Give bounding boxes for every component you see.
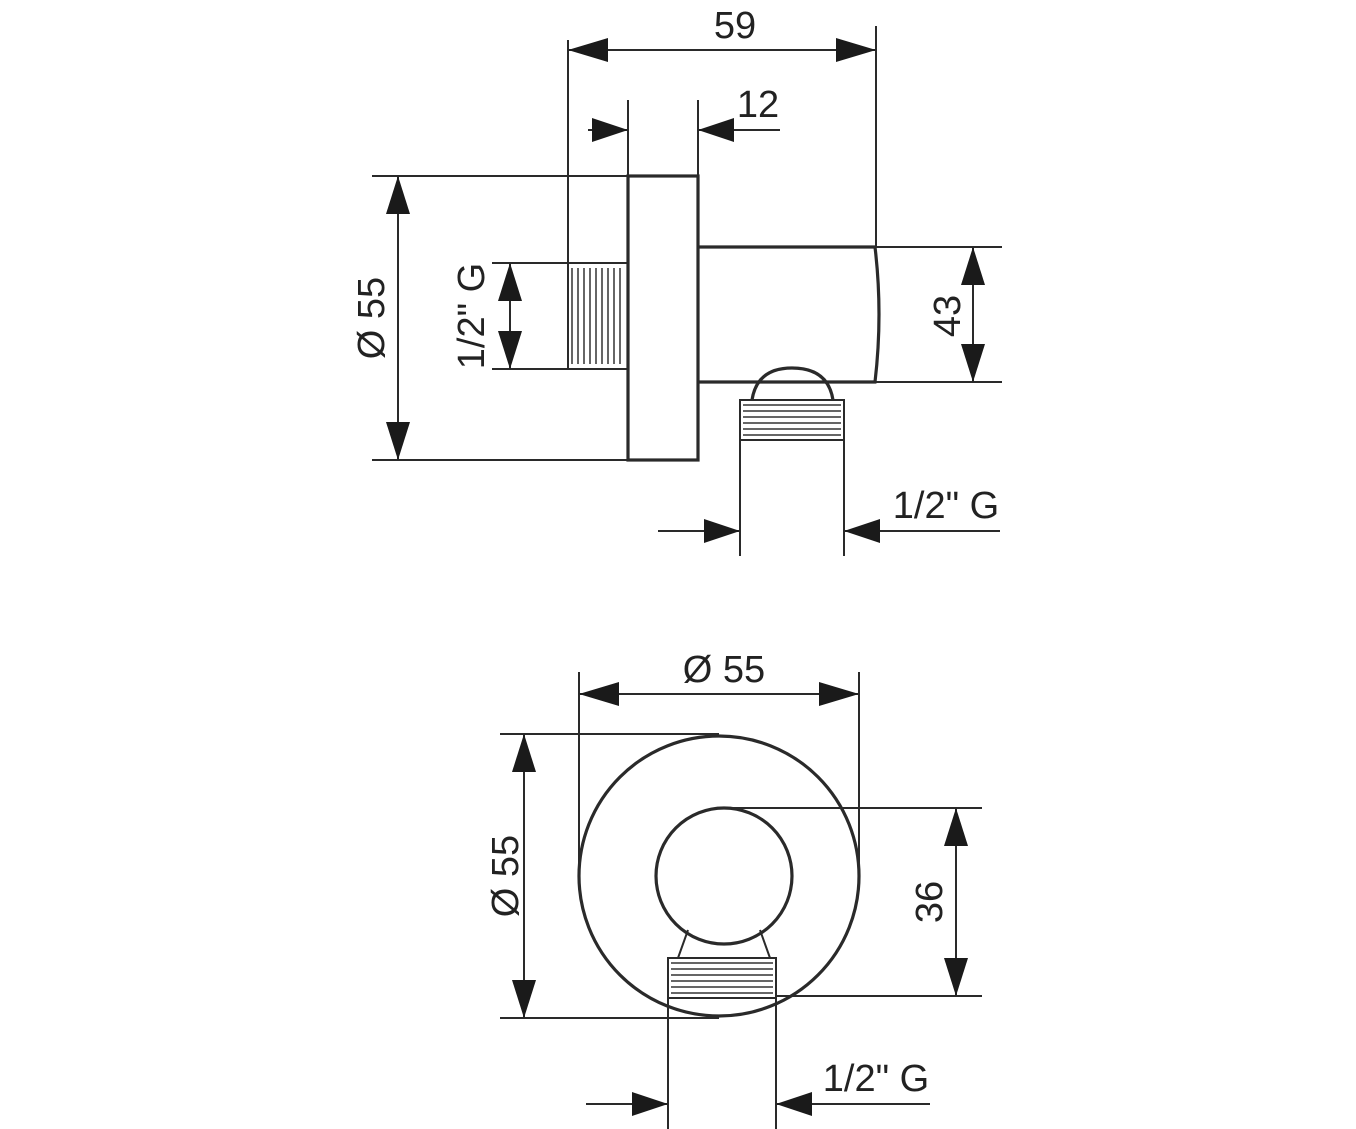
dim-overall-length-label: 59 (714, 5, 756, 47)
inlet-thread (567, 262, 629, 370)
body-cylinder (698, 245, 881, 384)
inlet-thread-lines (571, 268, 621, 364)
dim-front-outlet-thread-label: 1/2" G (823, 1058, 929, 1100)
dim-inlet-thread: 1/2" G (451, 263, 522, 369)
front-outlet-thread (667, 957, 777, 999)
outlet-thread (739, 399, 845, 441)
front-extension-lines (500, 672, 982, 1129)
dim-flange-diameter-label: Ø 55 (351, 277, 393, 359)
dim-flange-thickness-label: 12 (737, 84, 779, 126)
dim-front-width: Ø 55 (579, 649, 859, 706)
dim-front-height-label: Ø 55 (485, 835, 527, 917)
flange (626, 174, 700, 462)
dim-outlet-thread-label: 1/2" G (893, 485, 999, 527)
dim-overall-length: 59 (568, 5, 876, 62)
side-extension-lines (372, 26, 1002, 556)
dim-body-height-label: 43 (927, 295, 969, 337)
dim-front-outlet-thread: 1/2" G (586, 1058, 930, 1116)
dim-flange-thickness: 12 (588, 84, 780, 142)
front-view: Ø 55 Ø 55 36 1/2" G (485, 649, 982, 1129)
dim-ring-height-label: 36 (909, 881, 951, 923)
side-view: 59 12 Ø 55 1/2" G 43 (351, 5, 1002, 556)
dim-ring-height: 36 (909, 808, 968, 996)
outlet-neck (677, 929, 771, 959)
dim-front-width-label: Ø 55 (683, 649, 765, 691)
dim-front-height: Ø 55 (485, 734, 536, 1018)
dim-inlet-thread-label: 1/2" G (451, 263, 493, 369)
dim-body-height: 43 (927, 247, 985, 382)
dim-flange-diameter: Ø 55 (351, 176, 410, 460)
front-outlet-thread-lines (671, 962, 773, 994)
outlet-thread-lines (743, 404, 841, 436)
outlet-dome (750, 366, 835, 401)
inner-ring-circle (654, 806, 794, 946)
dim-outlet-thread: 1/2" G (658, 485, 1000, 543)
